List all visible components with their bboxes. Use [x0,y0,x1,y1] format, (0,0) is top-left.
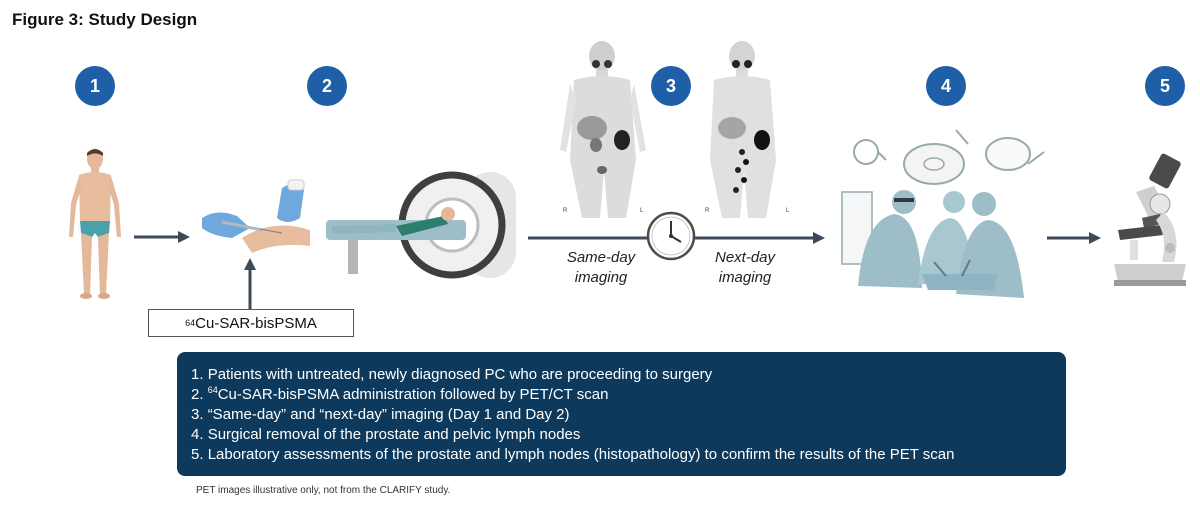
next-day-imaging-label: Next-day imaging [700,248,790,288]
surgery-illustration [841,129,1045,298]
step-3-badge: 3 [651,66,691,106]
next-day-image-l-label: L [786,208,790,214]
summary-item-1: 1. Patients with untreated, newly diagno… [191,366,713,383]
same-day-pet-image [560,41,646,218]
study-summary-list: 1. Patients with untreated, newly diagno… [191,365,1066,465]
summary-item-4: 4. Surgical removal of the prostate and … [191,426,581,443]
step-1-badge: 1 [75,66,115,106]
same-day-image-l-label: L [640,208,644,214]
study-summary-box: 1. Patients with untreated, newly diagno… [177,352,1066,476]
same-day-label-line2: imaging [574,269,628,286]
clock-icon [646,211,696,261]
figure-title: Figure 3: Study Design [12,10,198,29]
same-day-label-line1: Same-day [566,249,636,266]
same-day-image-r-label: R [563,208,568,214]
arrow-tracer-to-injection [244,258,256,310]
step-5-badge: 5 [1145,66,1185,106]
step-4-badge: 4 [926,66,966,106]
next-day-image-r-label: R [705,208,710,214]
footnote: PET images illustrative only, not from t… [196,485,451,496]
tracer-name: Cu-SAR-bisPSMA [195,314,317,332]
arrow-step1-to-step2 [134,231,190,243]
microscope-illustration [1114,153,1186,286]
summary-item-2: 2. 64Cu-SAR-bisPSMA administration follo… [191,385,609,404]
same-day-imaging-label: Same-day imaging [556,248,646,288]
summary-item-5: 5. Laboratory assessments of the prostat… [191,446,955,463]
next-day-label-line1: Next-day [714,249,776,266]
next-day-pet-image [710,41,776,218]
summary-item-3: 3. “Same-day” and “next-day” imaging (Da… [191,406,570,423]
next-day-label-line2: imaging [718,269,772,286]
arrow-step4-to-step5 [1047,232,1101,244]
patient-illustration [69,149,121,299]
step-2-badge: 2 [307,66,347,106]
pet-ct-scanner-illustration [326,171,516,279]
injection-illustration [202,179,310,253]
